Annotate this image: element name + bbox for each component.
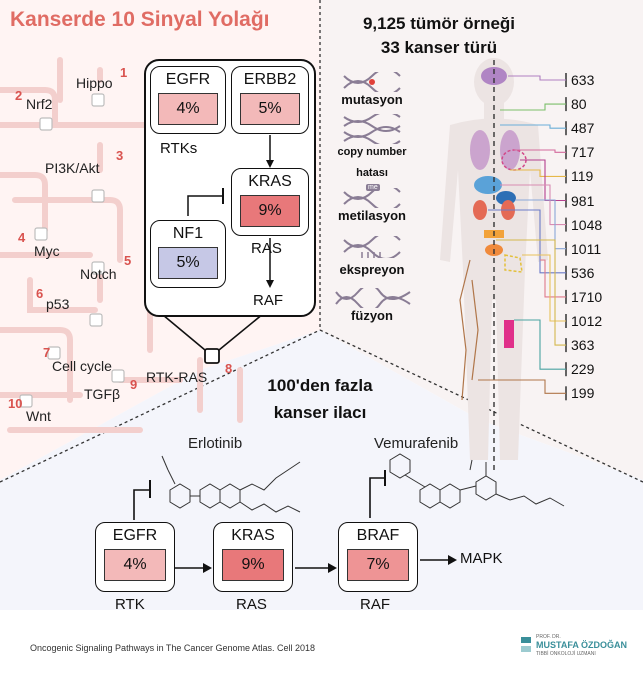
- bottom-ras-label: RAS: [236, 596, 267, 613]
- tumor-count: 229: [571, 361, 595, 378]
- pathway-notch-label: Notch: [80, 266, 117, 282]
- tumor-count: 80: [571, 96, 587, 113]
- pathway-tgfb-label: TGFβ: [84, 386, 121, 402]
- bottom-braf-percentage: 7%: [347, 549, 409, 581]
- dna-expression-icon: [343, 236, 401, 258]
- vemurafenib-label: Vemurafenib: [374, 435, 459, 452]
- pathway-myc-number: 4: [18, 230, 26, 245]
- mapk-label: MAPK: [460, 550, 503, 567]
- drugs-heading-line2: kanser ilacı: [273, 403, 367, 422]
- egfr-node: EGFR 4%: [150, 66, 226, 134]
- pathway-myc-label: Myc: [34, 243, 60, 259]
- alteration-mutation-label: mutasyon: [341, 92, 403, 107]
- erbb2-percentage: 5%: [240, 93, 300, 125]
- tumor-count: 981: [571, 192, 595, 209]
- kras-node: KRAS 9%: [231, 168, 309, 236]
- bottom-kras-node: KRAS 9%: [213, 522, 293, 592]
- alteration-copy-number-label: copy number: [337, 146, 407, 158]
- pathway-cell-cycle-number: 7: [43, 345, 51, 360]
- tumor-count: 633: [571, 72, 595, 88]
- bottom-kras-gene-label: KRAS: [231, 527, 275, 544]
- alteration-copy-number-label-2: hatası: [356, 167, 388, 179]
- pathway-pi3k-number: 3: [116, 148, 124, 163]
- erbb2-node: ERBB2 5%: [231, 66, 309, 134]
- drugs-heading-line1: 100'den fazla: [267, 376, 373, 395]
- bottom-kras-percentage: 9%: [222, 549, 284, 581]
- tumor-samples-heading: 9,125 tümör örneği: [362, 14, 516, 33]
- pathway-hippo-number: 1: [120, 65, 128, 80]
- pathway-nrf2-label: Nrf2: [26, 96, 53, 112]
- methylation-badge: me: [366, 184, 380, 191]
- bottom-braf-node: BRAF 7%: [338, 522, 418, 592]
- nf1-node: NF1 5%: [150, 220, 226, 288]
- dna-copy-number-icon: [343, 114, 401, 144]
- egfr-gene-label: EGFR: [165, 71, 211, 88]
- bottom-egfr-gene-label: EGFR: [112, 527, 158, 544]
- pathway-p53-number: 6: [36, 286, 44, 301]
- pathway-notch-number: 5: [124, 253, 132, 268]
- brand-subtitle: TIBBİ ONKOLOJİ UZMANI: [536, 651, 596, 657]
- human-body-figure: [440, 58, 548, 470]
- erlotinib-structure: [161, 455, 301, 513]
- tumor-count: 119: [571, 168, 594, 185]
- left-panel-title: Kanserde 10 Sinyal Yolağı: [10, 8, 270, 31]
- rtks-label: RTKs: [160, 140, 198, 157]
- dna-fusion-icon: [335, 288, 411, 308]
- bottom-egfr-node: EGFR 4%: [95, 522, 175, 592]
- citation: Oncogenic Signaling Pathways in The Canc…: [30, 643, 315, 653]
- bottom-egfr-percentage: 4%: [104, 549, 166, 581]
- pathway-tgfb-number: 9: [130, 377, 138, 392]
- pathway-nrf2-number: 2: [15, 88, 23, 103]
- tumor-count: 199: [571, 385, 595, 402]
- nf1-gene-label: NF1: [172, 225, 204, 242]
- egfr-percentage: 4%: [158, 93, 218, 125]
- tumor-count: 1048: [571, 216, 603, 233]
- tumor-count: 536: [571, 264, 595, 281]
- pathway-rtk-ras-label: RTK-RAS: [146, 369, 208, 385]
- cancer-types-heading: 33 kanser türü: [380, 38, 498, 57]
- tumor-count: 1012: [571, 313, 603, 329]
- pathway-cell-cycle-label: Cell cycle: [52, 358, 112, 374]
- alteration-fusion-label: füzyon: [351, 308, 393, 323]
- rtk-label: RTK: [115, 596, 145, 613]
- dna-methylation-icon: [343, 188, 401, 208]
- pathway-wnt-number: 10: [8, 396, 23, 411]
- dna-mutation-icon: [343, 72, 401, 92]
- raf-label: RAF: [253, 292, 283, 309]
- alteration-expression-label: ekspreyon: [339, 262, 405, 277]
- erbb2-gene-label: ERBB2: [243, 71, 297, 88]
- pathway-rtk-ras-number: 8: [225, 361, 233, 376]
- bottom-braf-gene-label: BRAF: [356, 527, 400, 544]
- kras-gene-label: KRAS: [248, 173, 292, 190]
- erlotinib-label: Erlotinib: [188, 435, 243, 452]
- pathway-wnt-label: Wnt: [26, 408, 51, 424]
- nf1-percentage: 5%: [158, 247, 218, 279]
- alteration-methylation-label: metilasyon: [338, 208, 406, 223]
- tumor-count: 1710: [571, 288, 603, 305]
- brand-logo-icon: [521, 637, 531, 652]
- brand-small: PROF. DR.: [536, 634, 561, 640]
- pathway-p53-label: p53: [46, 296, 70, 312]
- pathway-hippo-label: Hippo: [76, 75, 113, 91]
- bottom-raf-label: RAF: [360, 596, 390, 613]
- tumor-count: 717: [571, 144, 595, 161]
- brand-name: MUSTAFA ÖZDOĞAN: [536, 640, 627, 650]
- pathway-pi3k-label: PI3K/Akt: [45, 160, 100, 176]
- tumor-count: 487: [571, 120, 595, 137]
- kras-percentage: 9%: [240, 195, 300, 227]
- ras-label: RAS: [251, 240, 282, 257]
- vemurafenib-structure: [389, 453, 565, 509]
- tumor-count: 363: [571, 337, 595, 354]
- tumor-count: 1011: [571, 240, 602, 257]
